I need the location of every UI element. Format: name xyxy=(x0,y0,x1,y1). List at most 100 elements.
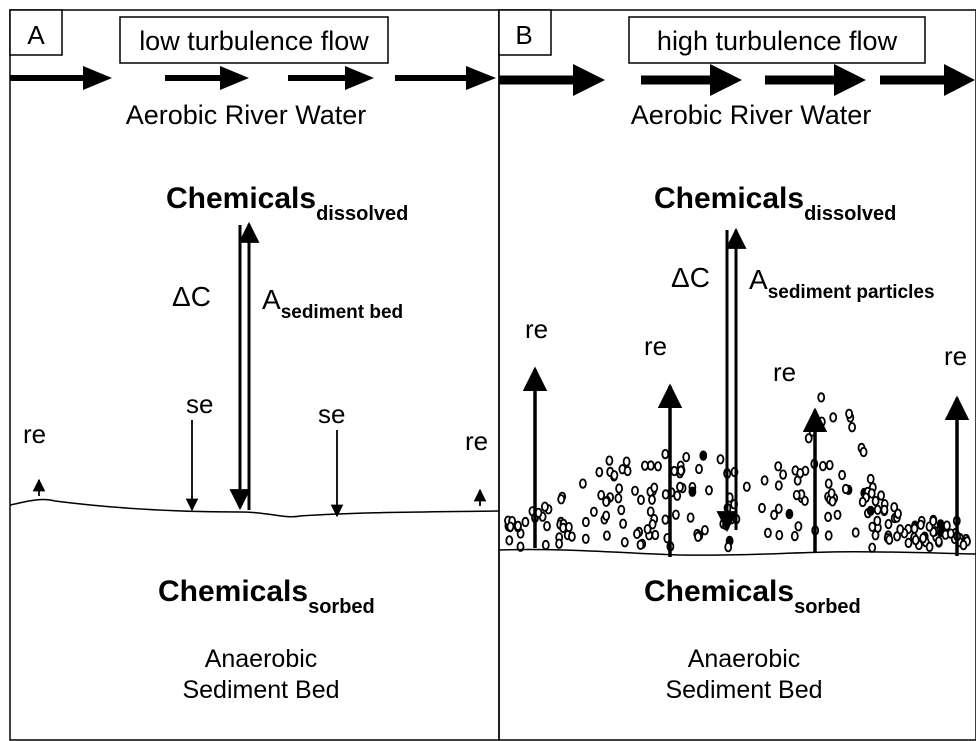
panel-a-title-box xyxy=(119,16,389,64)
sediment-particle xyxy=(890,502,899,513)
sediment-particle xyxy=(661,514,670,525)
sediment-particle xyxy=(792,489,801,501)
panel-a-area: Asediment bed xyxy=(262,284,403,323)
sediment-particle xyxy=(590,506,598,517)
sediment-particle xyxy=(651,529,660,541)
sediment-particle xyxy=(648,494,656,505)
panel-a-re-left: re xyxy=(23,419,46,449)
panel-b-sorbed-sub: sorbed xyxy=(794,596,861,618)
sediment-particle xyxy=(603,530,611,541)
sediment-particle xyxy=(866,473,875,485)
sediment-particle xyxy=(825,459,834,471)
sediment-particle xyxy=(617,504,626,516)
sediment-particle xyxy=(866,505,875,516)
sediment-particle xyxy=(686,512,695,523)
sediment-particle xyxy=(514,520,522,532)
sediment-particle xyxy=(605,455,614,466)
sediment-particle xyxy=(521,516,530,528)
panel-a-re-right: re xyxy=(465,426,488,456)
sediment-particle xyxy=(541,539,550,551)
sediment-particle xyxy=(828,496,837,507)
sediment-particle xyxy=(873,504,882,515)
sediment-particle xyxy=(819,460,827,472)
sediment-particle xyxy=(705,485,713,496)
panel-a-dissolved-main: Chemicals xyxy=(166,182,316,215)
sediment-particle xyxy=(623,465,632,477)
sediment-particle xyxy=(758,502,766,514)
panel-b-letter: B xyxy=(515,20,532,50)
panel-a-title: low turbulence flow xyxy=(139,26,369,56)
sediment-particle xyxy=(543,520,551,532)
panel-b-delta-c: ΔC xyxy=(671,262,710,293)
panel-b-dissolved: Chemicalsdissolved xyxy=(654,182,896,225)
panel-b-water-label: Aerobic River Water xyxy=(631,100,872,130)
panel-b-letter-box xyxy=(498,9,552,56)
sediment-particle xyxy=(557,494,566,505)
flow-arrow-head xyxy=(345,66,374,90)
sediment-particle xyxy=(505,535,514,546)
panel-b-re-3: re xyxy=(773,357,796,387)
panel-a-sorbed: Chemicalssorbed xyxy=(158,575,375,618)
flow-arrow-head xyxy=(573,64,605,96)
sediment-particle xyxy=(541,501,549,512)
sediment-particle xyxy=(858,496,867,508)
panel-a-area-sub: sediment bed xyxy=(281,302,403,323)
sediment-particle xyxy=(633,528,641,540)
panel-a-bed-line2: Sediment Bed xyxy=(182,676,339,704)
panel-b-dissolved-sub: dissolved xyxy=(804,203,896,225)
sediment-particle xyxy=(676,481,684,492)
sediment-particle xyxy=(779,469,787,480)
sediment-particle xyxy=(579,478,587,489)
panel-b: B high turbulence flow Aerobic River Wat… xyxy=(498,9,976,741)
sediment-particle xyxy=(516,541,525,552)
panel-a-se-left: se xyxy=(186,389,213,419)
sediment-particle xyxy=(868,542,877,553)
sediment-particle xyxy=(770,509,778,521)
sediment-particle xyxy=(742,481,751,492)
sediment-particle xyxy=(936,519,945,530)
sediment-particle xyxy=(670,465,679,477)
sediment-particle xyxy=(602,510,611,521)
flow-arrow-head xyxy=(466,66,496,90)
panel-a-water-label: Aerobic River Water xyxy=(126,100,367,130)
sediment-particle xyxy=(646,506,655,517)
panel-b-re-2: re xyxy=(644,331,667,361)
panel-a-area-main: A xyxy=(262,284,281,315)
panel-a-dissolved-sub: dissolved xyxy=(316,203,408,225)
sediment-particle xyxy=(804,433,813,444)
panel-a-bed-line1: Anaerobic xyxy=(205,645,318,673)
sediment-particle xyxy=(650,482,659,493)
sediment-particle xyxy=(774,503,783,514)
sediment-particle xyxy=(871,530,880,541)
sediment-particle xyxy=(919,533,927,544)
sediment-particle xyxy=(885,534,894,545)
suspended-particles xyxy=(504,392,971,553)
sediment-particle xyxy=(790,530,799,542)
sediment-particle xyxy=(911,534,920,546)
sediment-particle xyxy=(682,451,691,463)
sediment-particle xyxy=(838,469,846,481)
sediment-particle xyxy=(829,412,838,423)
panel-b-title: high turbulence flow xyxy=(657,26,898,56)
sediment-particle xyxy=(699,450,708,461)
panel-b-sorbed-main: Chemicals xyxy=(644,575,794,608)
sediment-particle xyxy=(597,489,606,501)
sediment-particle xyxy=(774,461,783,472)
sediment-particle xyxy=(848,422,856,433)
sediment-particle xyxy=(637,494,645,505)
sediment-particle xyxy=(880,504,889,515)
sediment-particle xyxy=(946,528,955,539)
sediment-particle xyxy=(568,531,576,542)
flow-arrow-head xyxy=(710,64,742,96)
sediment-particle xyxy=(677,465,685,476)
sediment-particle xyxy=(794,521,803,532)
sediment-particle xyxy=(775,529,784,541)
panel-a-delta-c: ΔC xyxy=(172,281,211,312)
sediment-particle xyxy=(716,454,725,465)
sediment-particle xyxy=(661,448,670,460)
sediment-particle xyxy=(873,515,882,527)
sediment-particle xyxy=(824,511,832,523)
flow-arrows-a xyxy=(10,66,496,90)
